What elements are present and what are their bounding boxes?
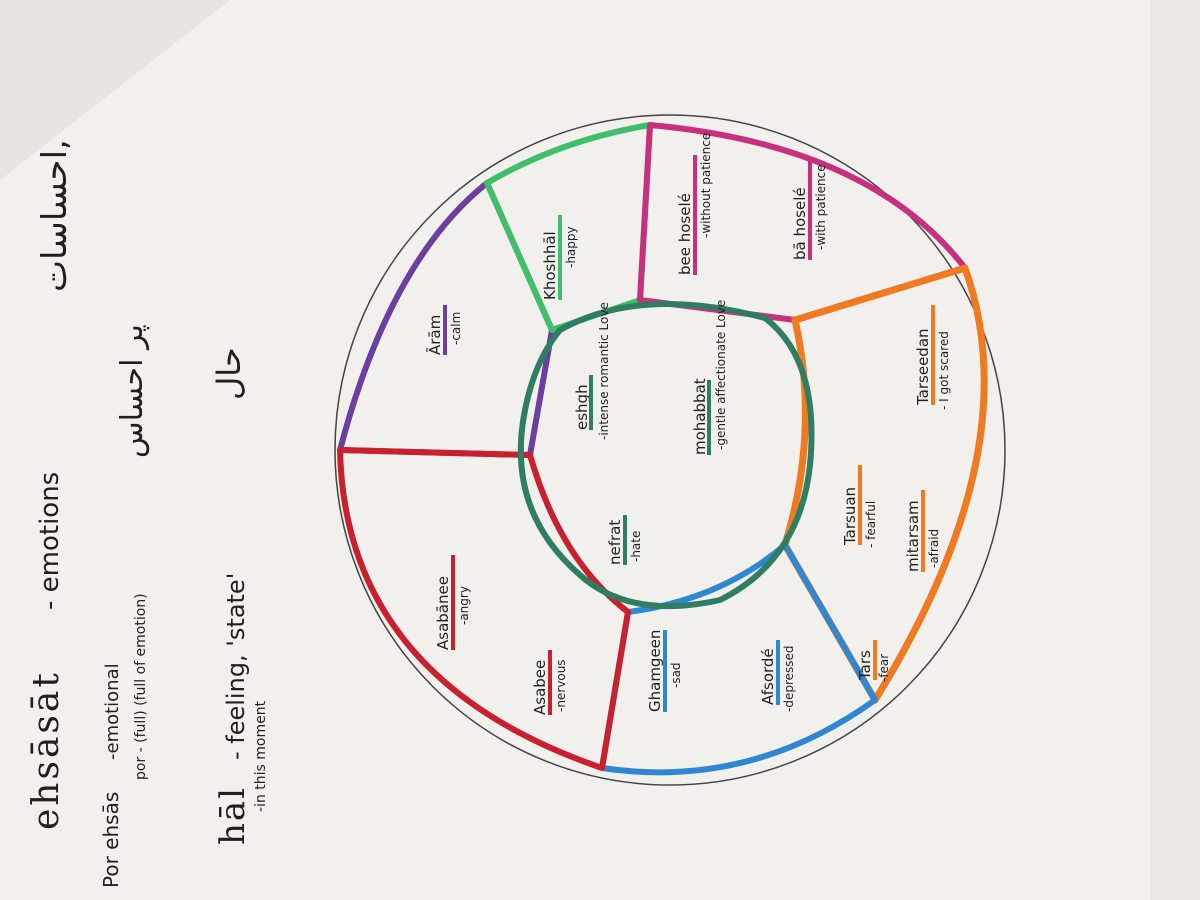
outer-meaning-with-patience: -with patience	[814, 164, 828, 250]
hal-note: -in this moment	[253, 700, 269, 812]
hal-meaning: - feeling, 'state'	[222, 573, 250, 760]
title-persian: احساسات,	[35, 139, 75, 292]
sector-fear	[781, 264, 988, 704]
sector-angry	[337, 447, 631, 771]
outer-meaning-afraid: -afraid	[927, 529, 941, 568]
outer-meaning-fear: -fear	[877, 654, 891, 682]
header-notes: ehsāsāt - emotions احساسات, Por ehsās -e…	[26, 139, 269, 888]
outer-word-angry: Asabānee	[434, 576, 452, 650]
inner-word-nefrat: nefrat	[606, 520, 624, 565]
outer-meaning-depressed: -depressed	[782, 645, 796, 712]
underline	[548, 650, 552, 715]
underline	[623, 515, 627, 565]
outer-word-calm: Ārām	[426, 315, 444, 355]
por-translit: Por ehsās	[99, 792, 123, 888]
inner-labels: eshgh -intense romantic Love mohabbat -g…	[573, 300, 728, 565]
por-breakdown: por - (full) (full of emotion)	[133, 593, 149, 780]
underline	[451, 555, 455, 650]
outer-word-fearful: Tarsuan	[841, 487, 859, 546]
paper-edge	[1150, 0, 1200, 900]
inner-circle	[517, 301, 815, 610]
underline	[707, 380, 711, 455]
outer-meaning-angry: -angry	[457, 586, 471, 625]
outer-word-happy: Khoshhāl	[541, 231, 559, 300]
inner-meaning-eshgh: -intense romantic Love	[597, 302, 611, 440]
por-meaning: -emotional	[102, 663, 123, 760]
underline	[558, 215, 562, 300]
outer-word-depressed: Afsordé	[759, 648, 777, 705]
outer-meaning-fearful: - fearful	[864, 501, 878, 548]
outer-word-afraid: mitarsam	[904, 500, 922, 572]
outer-word-i-got-scared: Tarseedan	[914, 328, 932, 406]
inner-meaning-nefrat: -hate	[629, 531, 643, 562]
underline	[931, 305, 935, 405]
underline	[776, 640, 780, 705]
outer-word-fear: Tars	[856, 650, 874, 681]
por-persian: پر احساس	[115, 324, 150, 458]
outer-meaning-nervous: -nervous	[554, 659, 568, 712]
outer-meaning-happy: -happy	[564, 226, 578, 268]
outer-meaning-i-got-scared: - I got scared	[937, 331, 951, 410]
outer-word-nervous: Asabee	[531, 660, 549, 715]
sector-sad	[599, 542, 878, 776]
outer-circle	[334, 114, 1006, 786]
hal-translit: hāl	[213, 786, 253, 845]
underline	[443, 305, 447, 355]
outer-meaning-sad: -sad	[669, 662, 683, 688]
inner-word-eshgh: eshgh	[573, 384, 591, 430]
outer-word-with-patience: bā hoselé	[791, 187, 809, 260]
outer-meaning-calm: -calm	[449, 312, 463, 345]
underline	[873, 640, 877, 680]
title-meaning: - emotions	[35, 472, 65, 610]
paper-shadow	[0, 0, 230, 180]
outer-word-sad: Ghamgeen	[646, 630, 664, 712]
outer-word-without-patience: bee hoselé	[676, 193, 694, 275]
underline	[808, 160, 812, 260]
underline	[921, 490, 925, 572]
inner-meaning-mohabbat: -gentle affectionate Love	[714, 300, 728, 450]
underline	[858, 465, 862, 545]
outer-meaning-without-patience: -without patience	[699, 133, 713, 238]
inner-word-mohabbat: mohabbat	[691, 378, 709, 455]
outer-labels: Ārām -calm Khoshhāl -happy bee hoselé -w…	[426, 133, 951, 715]
hal-persian: حال	[210, 347, 248, 400]
title-translit: ehsāsāt	[26, 670, 67, 830]
underline	[663, 630, 667, 712]
underline	[693, 155, 697, 275]
underline	[589, 375, 593, 430]
emotion-wheel: eshgh -intense romantic Love mohabbat -g…	[334, 114, 1006, 786]
